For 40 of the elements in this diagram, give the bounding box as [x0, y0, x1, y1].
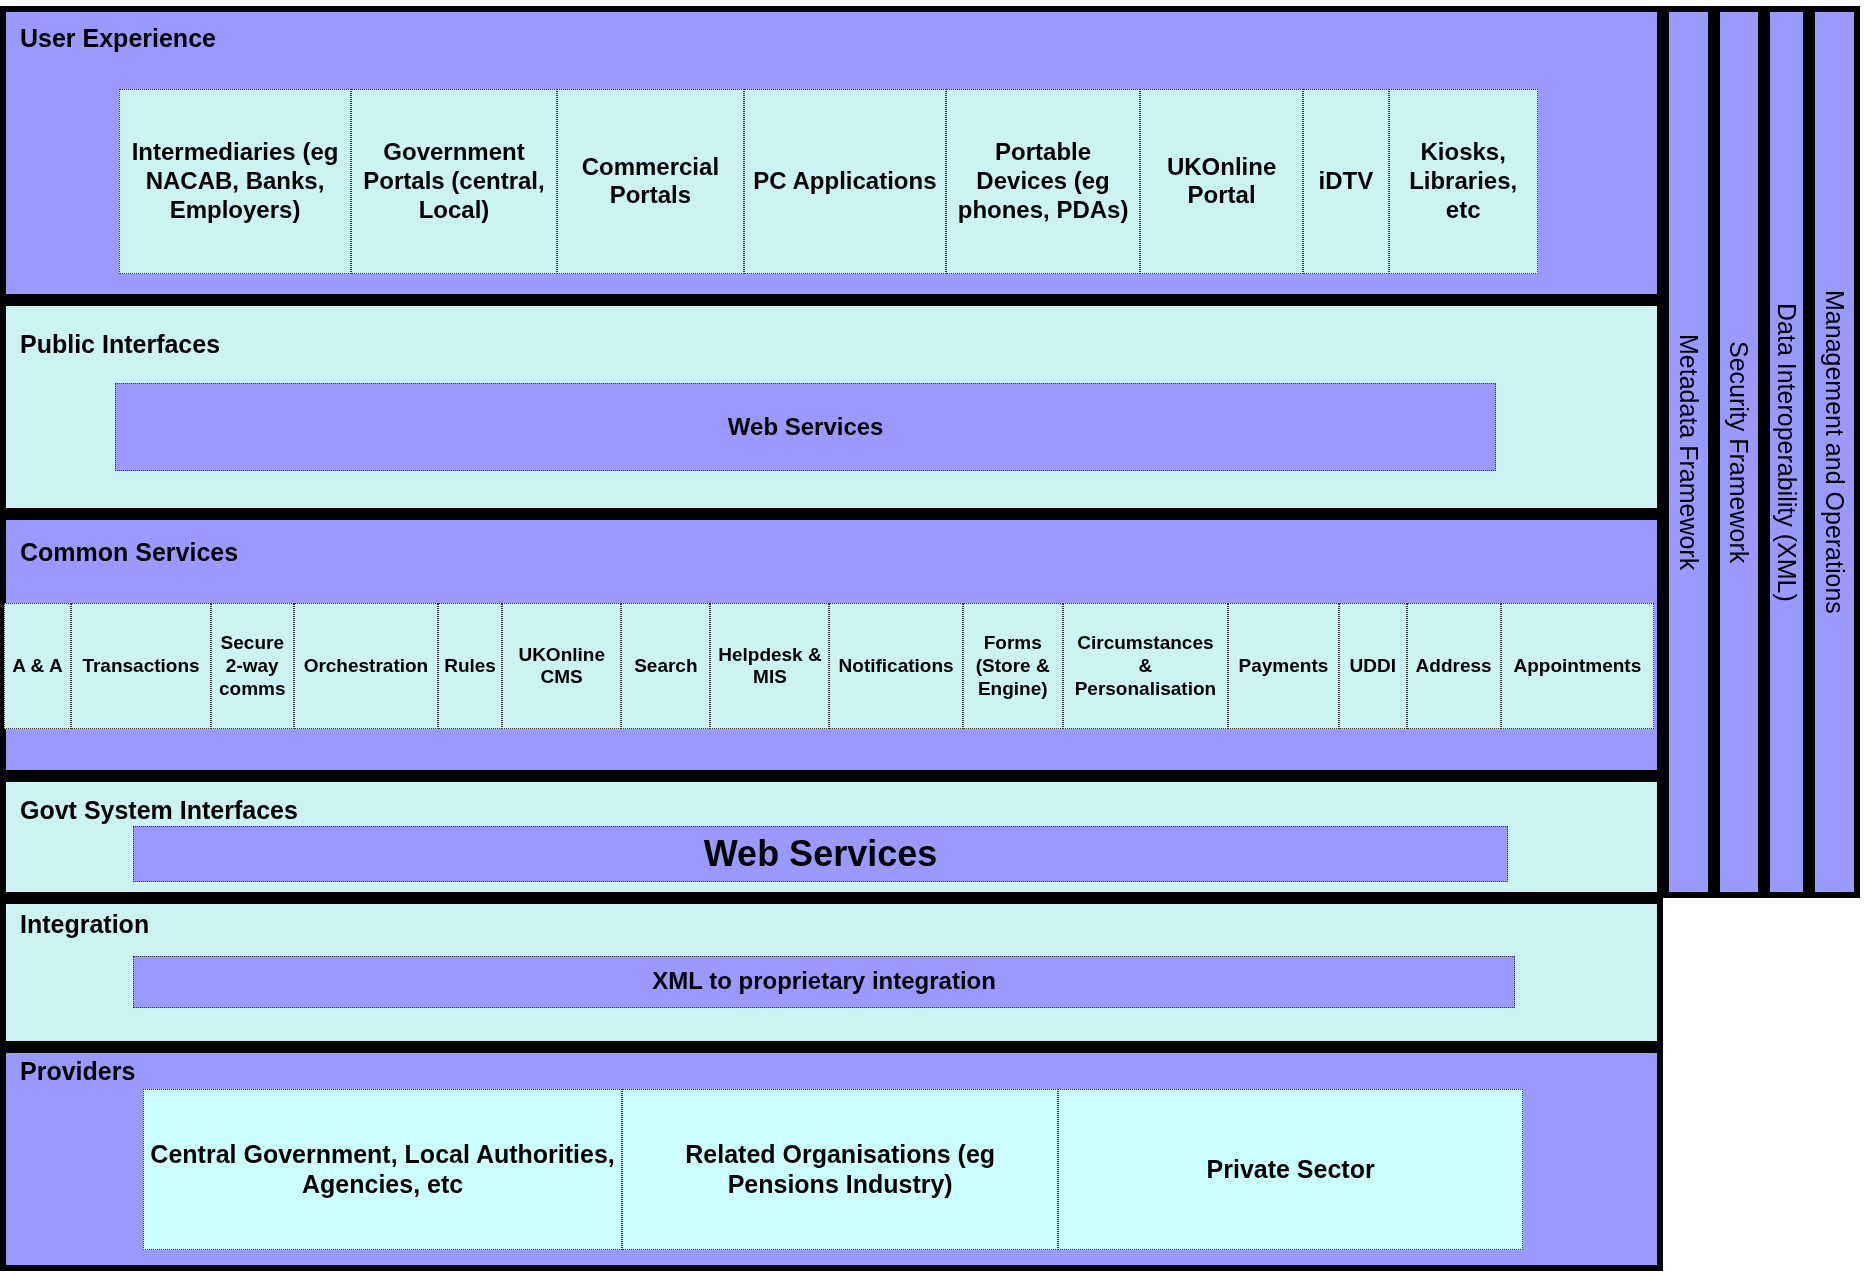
layer-heading: Integration: [20, 910, 150, 940]
component-box: Circumstances & Personalisation: [1062, 603, 1229, 730]
component-box: A & A: [3, 603, 72, 730]
component-box: Address: [1406, 603, 1501, 730]
component-box: Portable Devices (eg phones, PDAs): [946, 89, 1141, 274]
layer-heading: User Experience: [20, 23, 216, 53]
component-box: Web Services: [115, 383, 1496, 472]
layer-band: [0, 1047, 1663, 1271]
component-box: Appointments: [1500, 603, 1655, 730]
component-box: Forms (Store & Engine): [962, 603, 1063, 730]
component-box: Kiosks, Libraries, etc: [1388, 89, 1538, 274]
component-box: Orchestration: [293, 603, 438, 730]
component-box: UKOnline Portal: [1140, 89, 1304, 274]
component-box: Rules: [437, 603, 503, 730]
vertical-framework-band: Management and Operations: [1808, 5, 1861, 899]
vertical-framework-band: Data Interoperability (XML): [1763, 5, 1809, 899]
component-box: Private Sector: [1057, 1088, 1524, 1250]
component-box: iDTV: [1303, 89, 1389, 274]
layer-heading: Public Interfaces: [20, 329, 221, 359]
component-box: XML to proprietary integration: [133, 955, 1515, 1008]
component-box: Payments: [1228, 603, 1339, 730]
component-box: Notifications: [829, 603, 963, 730]
component-box: Helpdesk & MIS: [710, 603, 830, 730]
component-box: Web Services: [133, 825, 1508, 882]
layer-heading: Common Services: [20, 538, 239, 568]
component-box: UKOnline CMS: [502, 603, 622, 730]
component-box: Secure 2-way comms: [210, 603, 294, 730]
component-box: Central Government, Local Authorities, Agencies, etc: [142, 1088, 623, 1250]
component-box: Related Organisations (eg Pensions Industry): [622, 1088, 1058, 1250]
component-box: Intermediaries (eg NACAB, Banks, Employers): [119, 89, 352, 274]
component-box: UDDI: [1338, 603, 1407, 730]
layer-heading: Providers: [20, 1057, 136, 1087]
component-box: PC Applications: [743, 89, 947, 274]
component-box: Commercial Portals: [556, 89, 744, 274]
vertical-framework-band: Security Framework: [1713, 5, 1764, 899]
layer-heading: Govt System Interfaces: [20, 795, 298, 825]
vertical-framework-band: Metadata Framework: [1662, 5, 1714, 899]
component-box: Transactions: [71, 603, 211, 730]
component-box: Search: [621, 603, 711, 730]
component-box: Government Portals (central, Local): [351, 89, 557, 274]
